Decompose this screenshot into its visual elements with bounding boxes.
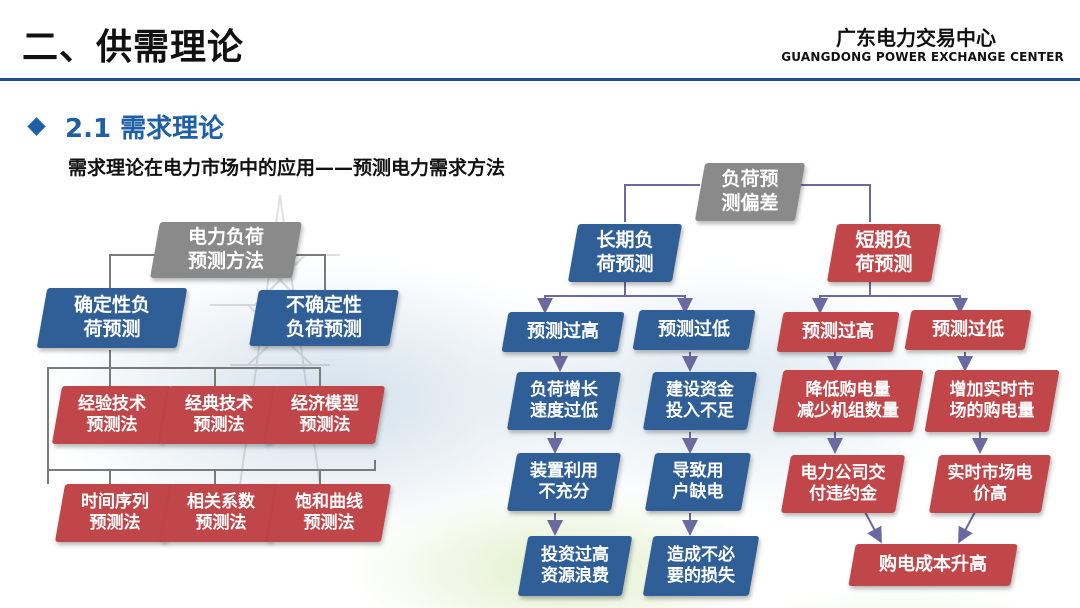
long-term-forecast-node: 长期负 荷预测 bbox=[573, 224, 677, 282]
lt-low-effect-1: 建设资金 投入不足 bbox=[648, 372, 752, 430]
st-underestimate-node: 预测过低 bbox=[908, 310, 1028, 350]
load-forecast-methods-root: 电力负荷 预测方法 bbox=[155, 222, 297, 278]
lt-low-effect-2: 导致用 户缺电 bbox=[650, 453, 746, 511]
org-name-en: GUANGDONG POWER EXCHANGE CENTER bbox=[781, 50, 1064, 64]
lt-overestimate-node: 预测过高 bbox=[505, 312, 621, 352]
st-low-effect-2: 实时市场电 价高 bbox=[934, 455, 1046, 513]
short-term-forecast-node: 短期负 荷预测 bbox=[832, 224, 936, 282]
method-time-series: 时间序列 预测法 bbox=[60, 484, 170, 542]
st-high-effect-2: 电力公司交 付违约金 bbox=[786, 455, 900, 513]
purchase-cost-rises-node: 购电成本升高 bbox=[852, 544, 1014, 586]
lt-high-effect-2: 装置利用 不充分 bbox=[512, 453, 616, 511]
forecast-deviation-root: 负荷预 测偏差 bbox=[700, 163, 800, 221]
lt-high-effect-3: 投资过高 资源浪费 bbox=[523, 536, 627, 596]
page-title: 二、供需理论 bbox=[22, 27, 245, 68]
section-subtitle: 需求理论在电力市场中的应用——预测电力需求方法 bbox=[68, 157, 506, 179]
org-name-cn: 广东电力交易中心 bbox=[836, 26, 996, 50]
header-divider bbox=[0, 78, 1080, 81]
method-economic: 经济模型 预测法 bbox=[270, 386, 380, 444]
section-heading-text: 2.1 需求理论 bbox=[65, 114, 225, 144]
lt-underestimate-node: 预测过低 bbox=[636, 310, 752, 350]
st-high-effect-1: 降低购电量 减少机组数量 bbox=[778, 370, 918, 432]
st-overestimate-node: 预测过高 bbox=[780, 312, 896, 352]
method-classical: 经典技术 预测法 bbox=[164, 386, 274, 444]
nondeterministic-forecast-node: 不确定性 负荷预测 bbox=[254, 290, 394, 346]
st-low-effect-1: 增加实时市 场的购电量 bbox=[930, 370, 1054, 432]
section-heading: 2.1 需求理论 bbox=[27, 108, 225, 145]
method-correlation: 相关系数 预测法 bbox=[166, 484, 276, 542]
deterministic-forecast-node: 确定性负 荷预测 bbox=[42, 288, 182, 348]
lt-low-effect-3: 造成不必 要的损失 bbox=[648, 536, 754, 596]
header: 二、供需理论 广东电力交易中心 GUANGDONG POWER EXCHANGE… bbox=[0, 0, 1080, 80]
method-saturation-curve: 饱和曲线 预测法 bbox=[272, 484, 386, 542]
lt-high-effect-1: 负荷增长 速度过低 bbox=[512, 372, 616, 430]
method-empirical: 经验技术 预测法 bbox=[57, 386, 167, 444]
